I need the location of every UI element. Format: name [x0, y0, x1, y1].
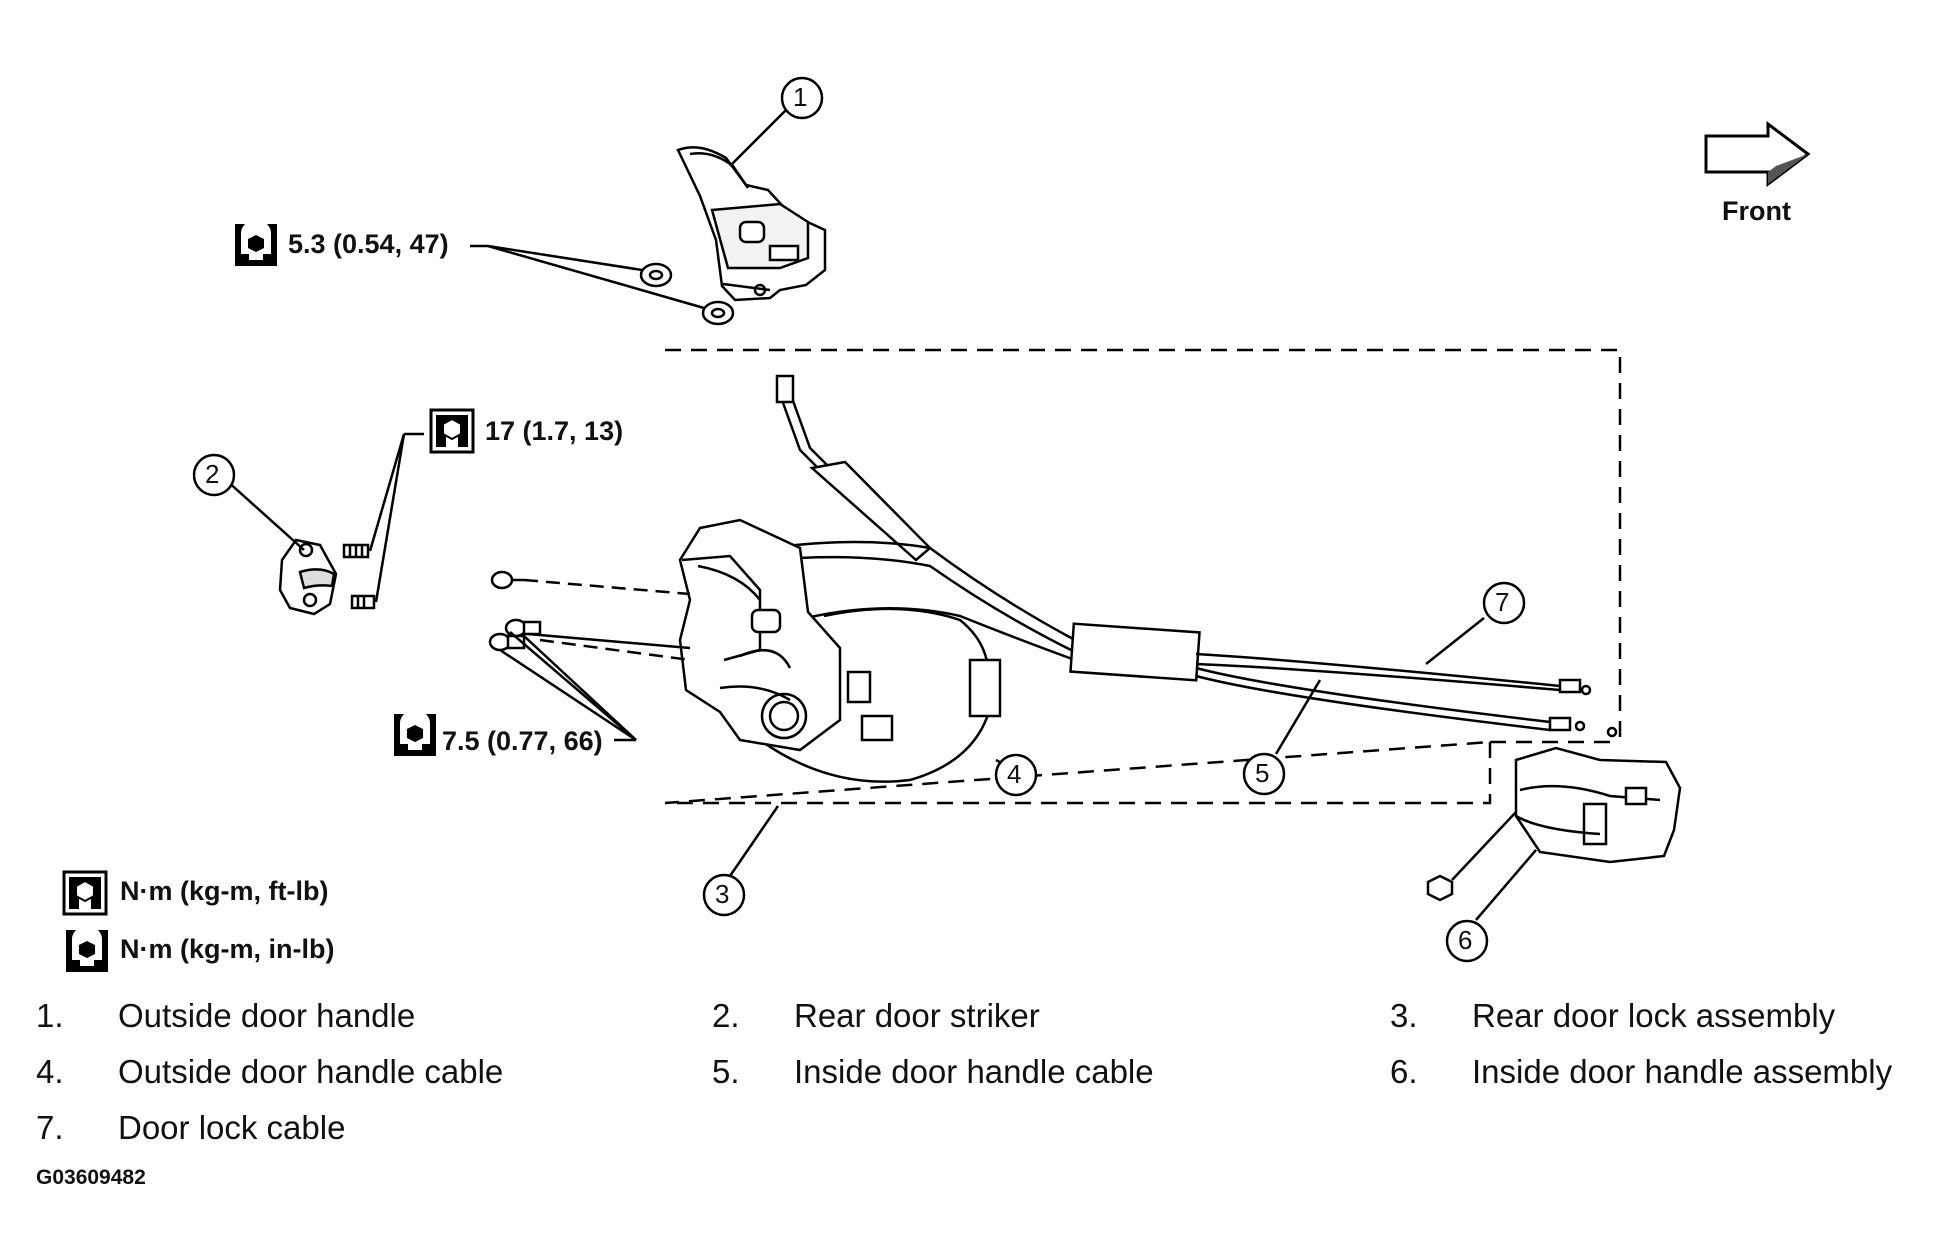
outside-handle-nut-icon — [639, 262, 735, 326]
torque-value-lock: 7.5 (0.77, 66) — [442, 726, 603, 756]
legend-in-lb: N·m (kg-m, in-lb) — [120, 934, 335, 964]
torque-leader-lines-lock — [499, 631, 637, 742]
callout-3-circle — [702, 873, 746, 917]
part-item: 4.Outside door handle cable — [36, 1053, 504, 1090]
torque-wrench-solid-icon — [235, 220, 277, 266]
callout-5-label: 5 — [1255, 758, 1270, 788]
callout-5-circle — [1242, 752, 1286, 796]
torque-leader-lines-top — [470, 244, 705, 310]
callout-7-label: 7 — [1495, 587, 1510, 617]
callout-3-label: 3 — [715, 879, 730, 909]
callout-1-label: 1 — [793, 82, 808, 112]
callout-7-circle — [1482, 581, 1526, 625]
outside-door-handle-drawing — [676, 146, 827, 302]
callout-4-circle — [994, 753, 1038, 797]
torque-value-striker: 17 (1.7, 13) — [485, 416, 624, 446]
torque-wrench-solid-icon — [394, 710, 436, 756]
callout-1-circle — [780, 76, 824, 120]
callout-6-circle — [1445, 919, 1489, 963]
inside-door-handle-drawing — [1426, 746, 1682, 902]
torque-wrench-solid-icon — [66, 926, 108, 972]
part-item: 1.Outside door handle — [36, 997, 416, 1034]
part-item: 7.Door lock cable — [36, 1109, 346, 1146]
callout-4-label: 4 — [1007, 759, 1022, 789]
front-direction-label: Front — [1722, 196, 1791, 226]
cables-drawing — [759, 374, 1618, 783]
part-item: 3.Rear door lock assembly — [1390, 997, 1836, 1034]
torque-value-outside-handle: 5.3 (0.54, 47) — [288, 229, 449, 259]
front-arrow-icon — [1704, 121, 1811, 187]
callout-2-label: 2 — [205, 459, 220, 489]
part-item: 6.Inside door handle assembly — [1390, 1053, 1893, 1090]
lock-assembly-boundary — [664, 348, 1622, 805]
legend-ft-lb: N·m (kg-m, ft-lb) — [120, 876, 329, 906]
part-item: 2.Rear door striker — [712, 997, 1040, 1034]
rear-door-striker-drawing — [278, 538, 376, 616]
lock-screws-icon — [488, 570, 542, 652]
callout-2-circle — [192, 453, 236, 497]
torque-wrench-outline-icon — [429, 408, 475, 454]
rear-door-lock-drawing — [678, 518, 894, 752]
figure-id: G03609482 — [36, 1166, 146, 1189]
torque-wrench-outline-icon — [62, 870, 108, 916]
part-item: 5.Inside door handle cable — [712, 1053, 1154, 1090]
torque-leader-lines-striker — [368, 432, 424, 603]
callout-6-label: 6 — [1458, 925, 1473, 955]
